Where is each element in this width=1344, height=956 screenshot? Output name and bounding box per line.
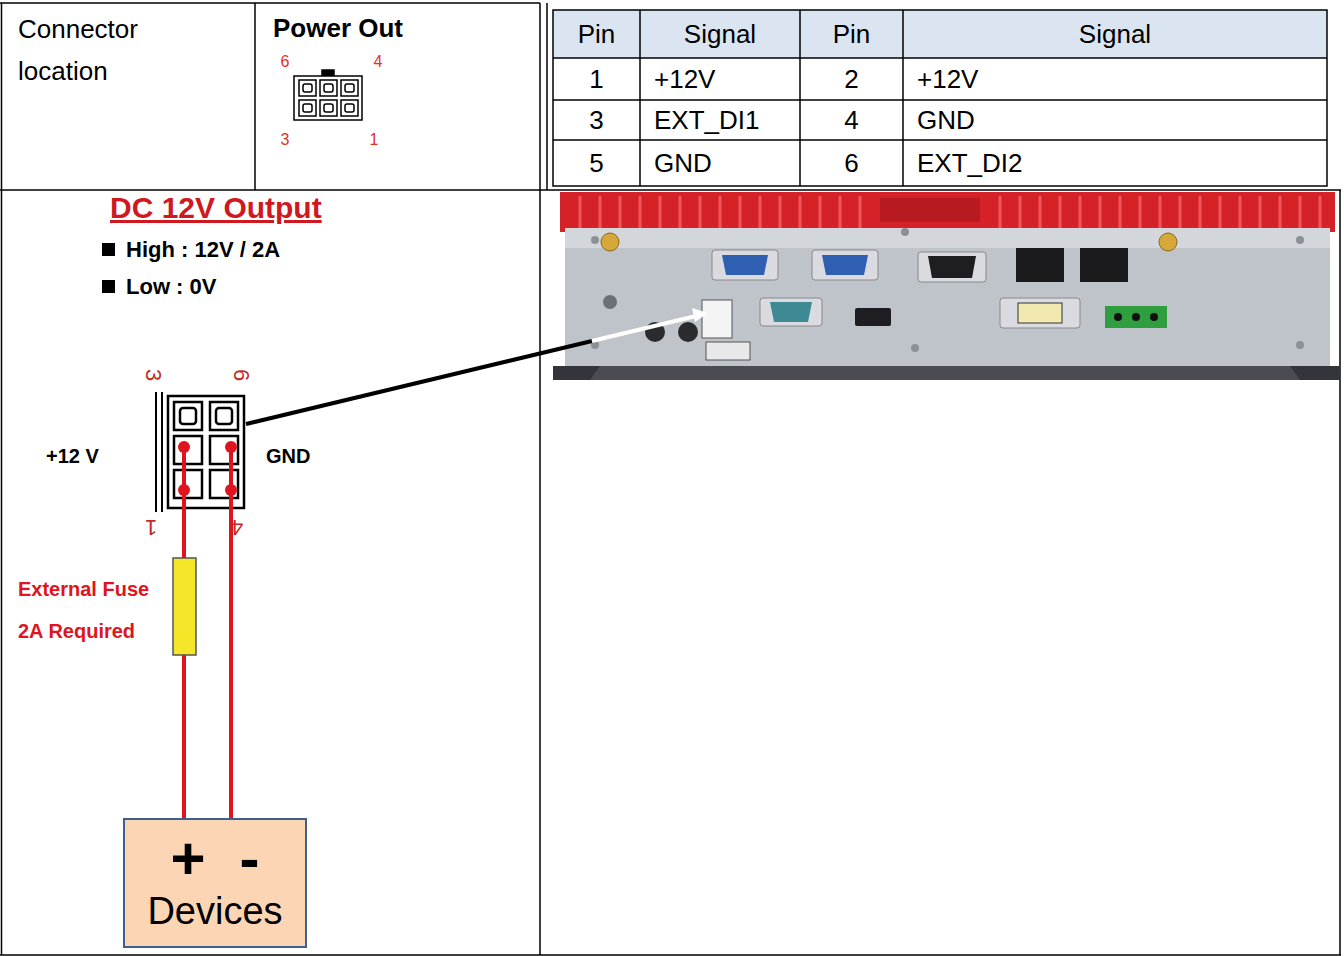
table-cell: GND [640, 140, 800, 186]
polarity-sign: + [170, 831, 205, 887]
cell-heading: Connector location [18, 8, 208, 92]
device-box: +-Devices [123, 818, 307, 948]
table-header: Pin [553, 10, 640, 58]
polarity-sign: - [240, 831, 260, 887]
table-cell: EXT_DI2 [903, 140, 1327, 186]
pin-number: 3 [138, 362, 168, 388]
pin-number: 1 [138, 512, 164, 542]
spec-item: Low : 0V [126, 271, 396, 303]
polarity-row: +- [170, 831, 259, 887]
pin-label: +12 V [46, 442, 146, 470]
table-header: Pin [800, 10, 903, 58]
pin-label: GND [266, 442, 346, 470]
fuse-note: External Fuse 2A Required [18, 568, 168, 652]
table-cell: 3 [553, 100, 640, 140]
table-cell: 5 [553, 140, 640, 186]
table-cell: +12V [903, 58, 1327, 100]
pin-number: 4 [224, 512, 250, 542]
table-header: Signal [903, 10, 1327, 58]
pin-number: 6 [276, 52, 294, 72]
leader-line [246, 308, 708, 424]
table-cell: 6 [800, 140, 903, 186]
pin-number: 1 [365, 130, 383, 150]
fuse-symbol [173, 558, 196, 655]
connector-icon [294, 70, 362, 120]
section-title: DC 12V Output [110, 188, 370, 228]
spec-item: High : 12V / 2A [126, 234, 396, 266]
connector-drawing [156, 392, 244, 818]
table-header: Signal [640, 10, 800, 58]
table-grid [0, 3, 1341, 955]
bullet-squares [102, 243, 115, 293]
table-cell: EXT_DI1 [640, 100, 800, 140]
connector-name: Power Out [273, 10, 493, 46]
table-cell: +12V [640, 58, 800, 100]
pin-number: 4 [369, 52, 387, 72]
pin-number: 6 [226, 362, 256, 388]
box-pc-photo [553, 192, 1340, 380]
device-name: Devices [147, 887, 282, 935]
table-cell: GND [903, 100, 1327, 140]
table-cell: 4 [800, 100, 903, 140]
pin-number: 3 [276, 130, 294, 150]
table-cell: 1 [553, 58, 640, 100]
table-cell: 2 [800, 58, 903, 100]
pin-table [553, 10, 1327, 186]
